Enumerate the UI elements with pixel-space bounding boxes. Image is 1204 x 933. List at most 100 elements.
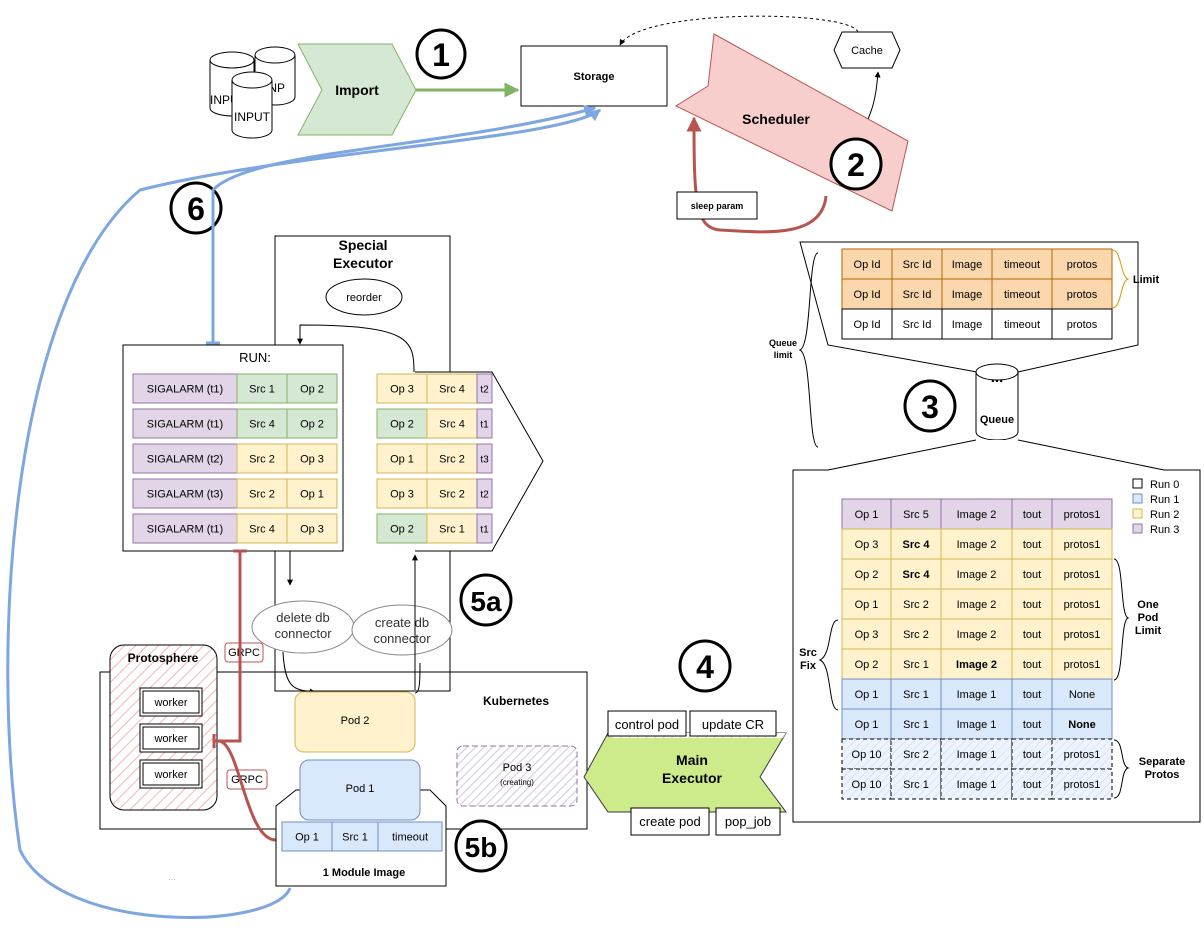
pod-1: Pod 1 <box>299 759 421 821</box>
cell-text: Src Id <box>903 289 932 301</box>
cell-text: Src 4 <box>249 524 275 536</box>
cell-text: tout <box>1023 779 1041 791</box>
cell-text: Image 1 <box>957 779 997 791</box>
legend-item: Run 1 <box>1132 493 1179 506</box>
table-cell: protos1 <box>1051 558 1113 590</box>
cell-text: Op 2 <box>855 569 879 581</box>
table-cell: tout <box>1011 648 1053 680</box>
step-number: 3 <box>921 389 939 425</box>
table-cell: Src 4 <box>426 373 478 404</box>
table-cell: Op 1 <box>841 588 892 620</box>
worker: worker <box>139 723 203 753</box>
step-number: 5a <box>470 586 502 617</box>
cell-text: tout <box>1023 569 1041 581</box>
table-cell: Src 1 <box>890 708 942 740</box>
storage-box: Storage <box>520 45 668 107</box>
scheduler-to-cache-arrow <box>865 71 881 125</box>
table-cell: Src 2 <box>890 588 942 620</box>
separate-protos-label: Protos <box>1145 769 1180 781</box>
table-cell: t2 <box>476 373 493 404</box>
table-cell: Image 1 <box>940 738 1013 770</box>
table-cell: timeout <box>991 248 1053 280</box>
step-number: 5b <box>465 832 498 863</box>
cell-text: t2 <box>480 385 489 396</box>
table-cell: Src 1 <box>890 678 942 710</box>
step-2-badge: 2 <box>829 137 883 191</box>
input-databases: INP INPUT INPUT <box>209 46 296 139</box>
table-cell: Image 2 <box>940 588 1013 620</box>
step-5a-badge: 5a <box>459 573 513 627</box>
cell-text: tout <box>1023 629 1041 641</box>
module-to-storage-blue-line <box>6 108 601 919</box>
step-1-badge: 1 <box>415 28 467 80</box>
pop-job-box: pop_job <box>715 807 781 836</box>
step-3-badge: 3 <box>903 379 957 433</box>
table-cell: Op 3 <box>286 513 338 544</box>
table-cell: Image 1 <box>940 708 1013 740</box>
cell-text: t3 <box>480 455 489 466</box>
table-cell: Op Id <box>841 248 893 280</box>
src-fix-brace <box>818 619 839 711</box>
run-to-storage-blue-line <box>211 105 597 343</box>
step-5b-badge: 5b <box>454 819 508 873</box>
update-cr-box: update CR <box>689 710 777 737</box>
control-pod-label: control pod <box>615 717 679 732</box>
cell-text: SIGALARM (t1) <box>147 384 223 396</box>
table-cell: SIGALARM (t1) <box>132 408 238 439</box>
legend-item: Run 0 <box>1132 478 1179 491</box>
main-executor: Main Executor <box>583 732 787 813</box>
legend-label: Run 1 <box>1150 494 1179 506</box>
create-db-connector: create db connector <box>351 604 453 656</box>
table-cell: Op 3 <box>286 443 338 474</box>
worker-label: worker <box>153 769 187 781</box>
table-cell: Image 2 <box>940 648 1013 680</box>
queue-dots: ... <box>991 369 1004 386</box>
table-cell: Image 1 <box>940 678 1013 710</box>
create-db-label: connector <box>373 631 431 646</box>
cell-text: Image 1 <box>957 719 997 731</box>
queue-limit-label: limit <box>774 350 793 360</box>
reorder-label: reorder <box>346 292 382 304</box>
cell-text: protos1 <box>1064 659 1101 671</box>
table-cell: Op Id <box>841 278 893 310</box>
table-cell: Image <box>941 248 993 280</box>
step-6-badge: 6 <box>169 181 223 235</box>
table-cell: protos1 <box>1051 528 1113 560</box>
cell-text: Src 4 <box>439 419 465 431</box>
table-cell: Src 4 <box>236 513 288 544</box>
cell-text: Image <box>952 259 983 271</box>
cell-text: Src 2 <box>903 599 929 611</box>
protosphere-label: Protosphere <box>128 651 199 665</box>
grpc-badge: GRPC <box>224 642 264 663</box>
table-cell: Src 4 <box>236 408 288 439</box>
cell-text: Src 1 <box>903 659 929 671</box>
table-cell: None <box>1051 708 1113 740</box>
table-cell: protos1 <box>1051 768 1113 800</box>
table-cell: tout <box>1011 588 1053 620</box>
cell-text: protos1 <box>1064 509 1101 521</box>
cell-text: timeout <box>1004 259 1040 271</box>
limit-brace <box>1111 249 1130 309</box>
reorder-bubble: reorder <box>325 278 403 316</box>
cell-text: timeout <box>1004 289 1040 301</box>
table-cell: Op 3 <box>841 618 892 650</box>
create-db-label: create db <box>375 615 429 630</box>
table-cell: Op 3 <box>376 373 428 404</box>
table-cell: timeout <box>377 821 443 852</box>
module-image-label: 1 Module Image <box>323 867 406 879</box>
cell-text: Src 2 <box>249 454 275 466</box>
table-cell: SIGALARM (t3) <box>132 478 238 509</box>
pod-2: Pod 2 <box>294 691 416 753</box>
cell-text: protos1 <box>1064 779 1101 791</box>
cell-text: Src 1 <box>342 832 368 844</box>
table-cell: Op 2 <box>841 558 892 590</box>
table-cell: Op 1 <box>281 821 333 852</box>
reorder-arrow <box>297 324 415 373</box>
